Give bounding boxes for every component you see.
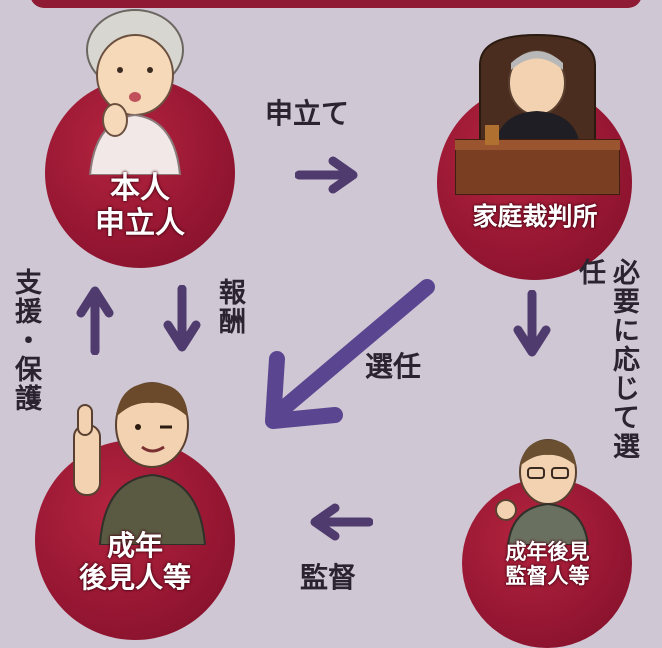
court-label: 家庭裁判所	[472, 202, 598, 231]
guardian-figure	[73, 382, 207, 545]
appoint-arrow	[265, 279, 435, 429]
supervision-label: 監督	[300, 561, 357, 594]
principal-label: 本人 申立人	[70, 171, 210, 241]
guardian-label-line2: 後見人等	[78, 561, 191, 595]
supervisor-label-line1: 成年後見	[505, 540, 590, 564]
support-arrow	[76, 286, 114, 355]
supervision-arrow	[310, 503, 373, 541]
guardianship-diagram: 本人 申立人 家庭裁判所 成年 後見人等 成年後見	[10, 0, 642, 648]
supervisor-label-line2: 監督人等	[505, 564, 590, 589]
judge-figure	[455, 33, 620, 195]
guardian-label: 成年 後見人等	[50, 529, 220, 595]
elderly-woman-figure	[86, 9, 184, 175]
fee-label: 報酬	[214, 278, 245, 336]
supervisor-label: 成年後見 監督人等	[465, 540, 630, 588]
petition-label: 申立て	[265, 97, 350, 130]
supervisor-figure	[495, 439, 590, 545]
guardian-label-line1: 成年	[106, 529, 163, 562]
top-banner-edge	[30, 0, 642, 8]
appoint-if-needed-label: 必要に応じて選任	[574, 258, 639, 461]
appoint-label: 選任	[365, 350, 422, 383]
principal-label-line2: 申立人	[95, 205, 185, 241]
petition-arrow	[295, 156, 358, 194]
appoint-if-needed-arrow	[513, 290, 551, 357]
fee-arrow	[163, 285, 201, 352]
support-label: 支援・保護	[10, 268, 41, 413]
principal-label-line1: 本人	[110, 171, 170, 206]
